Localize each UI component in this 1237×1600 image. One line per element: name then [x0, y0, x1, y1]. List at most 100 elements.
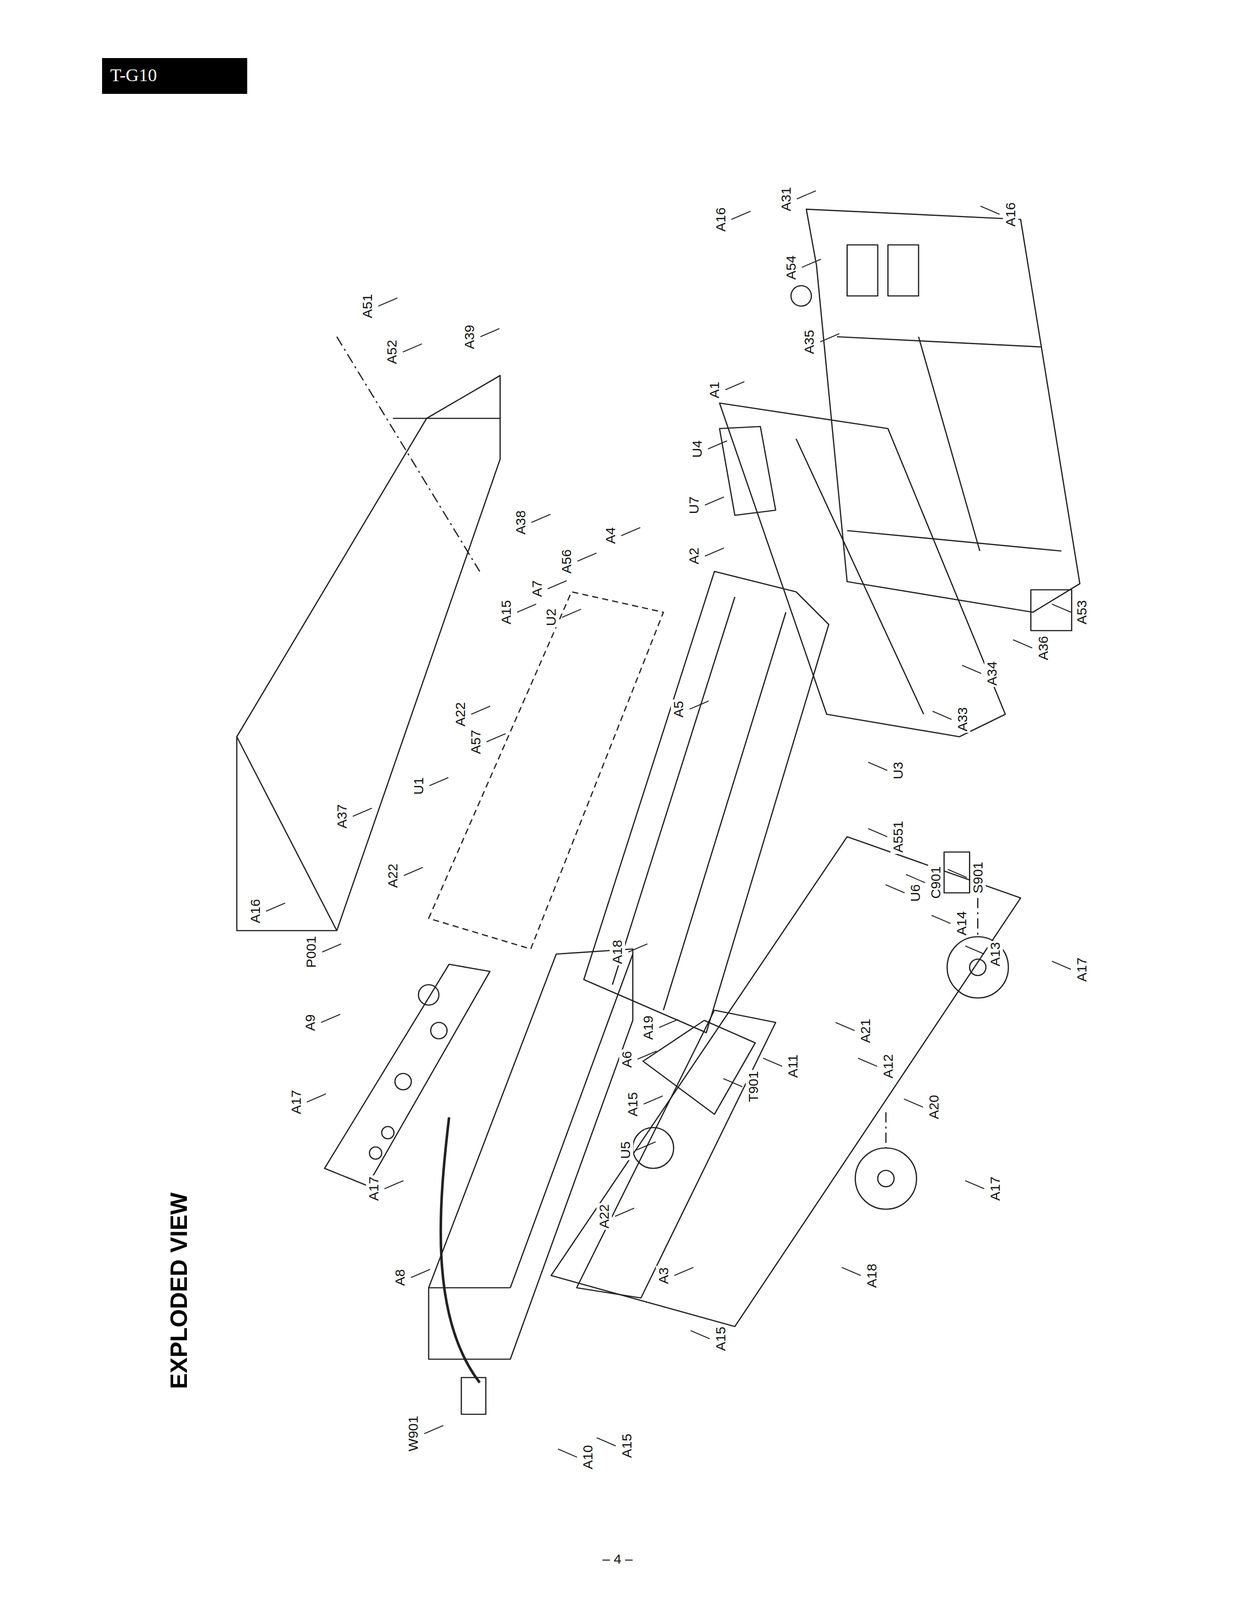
leader-line [835, 1022, 855, 1032]
main-chassis [583, 571, 829, 1033]
callout-number: A17 [366, 1175, 382, 1203]
callout-number: A14 [953, 910, 970, 938]
model-badge: T-G10 [102, 58, 248, 94]
callout-number: A57 [468, 728, 484, 756]
rear-cover [428, 949, 633, 1360]
callout-number: W901 [405, 1414, 421, 1453]
leader-line [704, 497, 724, 506]
circuit-board [428, 591, 664, 950]
switch [943, 852, 970, 894]
leader-line [841, 1267, 861, 1277]
callout-number: A18 [609, 938, 626, 966]
leader-line [931, 915, 951, 924]
callout-number: A52 [384, 338, 400, 366]
knob [1031, 590, 1072, 631]
callout-number: A53 [1074, 598, 1090, 626]
leader-line [674, 1267, 694, 1277]
callout-number: A16 [1002, 200, 1019, 228]
callout-number: A15 [498, 598, 514, 626]
callout-number: A17 [288, 1088, 304, 1116]
callout-number: A15 [619, 1432, 635, 1460]
callout-number: A13 [987, 940, 1003, 968]
leader-line [637, 1051, 657, 1060]
page-title: EXPLODED VIEW [165, 1192, 193, 1390]
leader-line [659, 1019, 679, 1028]
leader-line [402, 343, 422, 353]
leader-line [965, 946, 985, 955]
callout-number: A11 [785, 1053, 801, 1080]
leader-line [725, 381, 745, 391]
leader-line [557, 1449, 577, 1458]
callout-number: A22 [596, 1202, 612, 1230]
leader-line [307, 1094, 327, 1103]
leader-line [689, 701, 709, 710]
foot [855, 1148, 917, 1210]
leader-line [636, 1142, 656, 1151]
callout-number: A17 [987, 1175, 1003, 1203]
leader-line [562, 609, 582, 618]
leader-line [424, 1425, 444, 1434]
leader-line [858, 1058, 878, 1067]
rear-panel [324, 964, 491, 1186]
leader-line [517, 604, 537, 613]
callout-number: T901 [745, 1070, 762, 1104]
callout-number: A10 [580, 1443, 596, 1471]
leader-line [480, 328, 500, 338]
callout-number: C901 [928, 865, 944, 901]
leader-line [615, 1208, 635, 1217]
callout-number: A19 [640, 1014, 656, 1042]
callout-number: A1 [706, 380, 723, 400]
callout-number: A54 [783, 254, 799, 281]
front-subpanel [719, 403, 1006, 738]
leader-line [723, 1078, 743, 1087]
leader-line [266, 903, 286, 912]
callout-number: A18 [864, 1262, 880, 1290]
leader-line [322, 943, 342, 953]
leader-line [577, 553, 597, 562]
callout-number: A31 [778, 185, 794, 213]
leader-line [429, 777, 449, 787]
callout-number: A7 [529, 579, 545, 599]
leader-line [762, 1058, 783, 1067]
leader-line [965, 1180, 985, 1189]
foot [947, 937, 1009, 999]
callout-number: U4 [689, 439, 705, 460]
leader-line [410, 1269, 431, 1278]
circuit-board [719, 426, 776, 516]
front-panel [806, 209, 1081, 613]
callout-number: A15 [625, 1090, 641, 1118]
leader-line [932, 711, 952, 720]
callout-number: U5 [617, 1140, 634, 1161]
callout-number: U2 [543, 607, 559, 628]
callout-number: A34 [984, 660, 1000, 687]
leader-line [643, 1096, 663, 1105]
knob [791, 285, 812, 307]
callout-number: A6 [619, 1049, 635, 1070]
top-cover [236, 375, 501, 931]
callout-number: A35 [801, 328, 817, 356]
leader-line [352, 808, 372, 817]
side-frame [576, 1010, 776, 1299]
callout-number: A22 [452, 700, 469, 728]
callout-number: A2 [686, 546, 702, 567]
leader-line [321, 1014, 341, 1023]
callout-number: A4 [602, 526, 619, 546]
leader-line [905, 874, 925, 883]
leader-line [868, 762, 888, 771]
leader-line [403, 867, 423, 876]
model-name: T-G10 [102, 58, 166, 93]
leader-line [1051, 961, 1071, 970]
leader-line [547, 580, 568, 589]
leader-line [731, 211, 751, 220]
callout-number: A17 [1074, 956, 1090, 983]
callout-number: S901 [970, 860, 986, 895]
bottom-plate [551, 836, 1021, 1327]
callout-number: A38 [513, 508, 529, 536]
leader-line [471, 706, 491, 715]
callout-number: A20 [926, 1094, 942, 1121]
callout-number: A12 [880, 1053, 896, 1081]
power-plug [461, 1378, 486, 1415]
callout-number: A551 [890, 819, 906, 855]
callout-number: A16 [247, 898, 264, 925]
callout-number: A16 [713, 205, 729, 233]
